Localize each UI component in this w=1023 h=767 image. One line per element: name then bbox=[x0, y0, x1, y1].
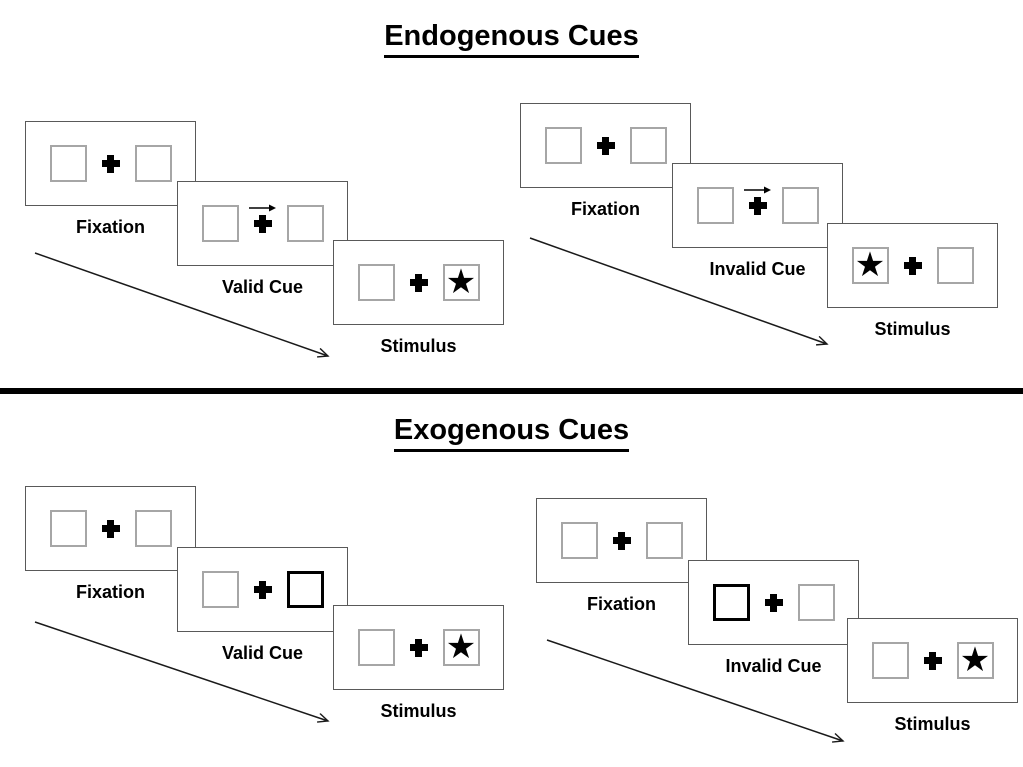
cue-arrow-icon bbox=[248, 200, 277, 211]
fixation-cross-icon bbox=[253, 580, 272, 599]
panel-label: Invalid Cue bbox=[725, 656, 822, 676]
fixation-cross-icon bbox=[612, 531, 631, 550]
fixation-cross-wrap bbox=[101, 154, 120, 173]
panel-label: Fixation bbox=[586, 594, 656, 614]
panel-valid-cue bbox=[177, 181, 348, 266]
exogenous-section-title: Exogenous Cues bbox=[393, 414, 630, 453]
fixation-cross-wrap bbox=[612, 531, 631, 550]
fixation-cross-icon bbox=[101, 154, 120, 173]
panel-fixation bbox=[25, 486, 196, 571]
right-box bbox=[781, 187, 819, 224]
exogenous-title-row: Exogenous Cues bbox=[0, 414, 1023, 453]
left-box bbox=[49, 145, 87, 182]
fixation-cross-icon bbox=[903, 256, 922, 275]
fixation-cross-icon bbox=[748, 196, 767, 215]
fixation-cross-wrap bbox=[101, 519, 120, 538]
right-box bbox=[629, 127, 667, 164]
left-box bbox=[357, 629, 395, 666]
right-box bbox=[936, 247, 974, 284]
left-box bbox=[712, 584, 750, 621]
panel-fixation bbox=[25, 121, 196, 206]
left-box bbox=[544, 127, 582, 164]
fixation-cross-wrap bbox=[923, 651, 942, 670]
right-box bbox=[286, 571, 324, 608]
left-box bbox=[201, 571, 239, 608]
fixation-cross-wrap bbox=[743, 186, 771, 215]
fixation-cross-icon bbox=[764, 593, 783, 612]
fixation-cross-wrap bbox=[253, 580, 272, 599]
panel-stimulus bbox=[847, 618, 1018, 703]
panel-fixation bbox=[520, 103, 691, 188]
endogenous-title-row: Endogenous Cues bbox=[0, 20, 1023, 59]
panel-label: Fixation bbox=[75, 582, 145, 602]
panel-label: Valid Cue bbox=[221, 277, 304, 297]
panel-label: Stimulus bbox=[380, 701, 457, 721]
sequence-arrow-icon bbox=[34, 252, 328, 356]
fixation-cross-icon bbox=[409, 273, 428, 292]
left-box bbox=[851, 247, 889, 284]
fixation-cross-icon bbox=[101, 519, 120, 538]
panel-invalid-cue bbox=[672, 163, 843, 248]
left-box bbox=[871, 642, 909, 679]
left-box bbox=[560, 522, 598, 559]
right-box bbox=[442, 264, 480, 301]
fixation-cross-wrap bbox=[409, 273, 428, 292]
left-box bbox=[696, 187, 734, 224]
panel-label: Stimulus bbox=[874, 319, 951, 339]
sequence-arrow-icon bbox=[529, 237, 827, 344]
panel-stimulus bbox=[333, 240, 504, 325]
panel-label: Fixation bbox=[75, 217, 145, 237]
endogenous-section-title: Endogenous Cues bbox=[384, 20, 639, 59]
sequence-arrow-icon bbox=[34, 621, 328, 721]
right-box bbox=[645, 522, 683, 559]
panel-invalid-cue bbox=[688, 560, 859, 645]
panel-stimulus bbox=[333, 605, 504, 690]
fixation-cross-wrap bbox=[903, 256, 922, 275]
fixation-cross-wrap bbox=[409, 638, 428, 657]
panel-label: Stimulus bbox=[380, 336, 457, 356]
left-box bbox=[201, 205, 239, 242]
panel-fixation bbox=[536, 498, 707, 583]
right-box bbox=[134, 145, 172, 182]
section-divider bbox=[0, 388, 1023, 394]
fixation-cross-icon bbox=[596, 136, 615, 155]
panel-label: Fixation bbox=[570, 199, 640, 219]
fixation-cross-wrap bbox=[248, 204, 276, 233]
left-box bbox=[357, 264, 395, 301]
fixation-cross-icon bbox=[409, 638, 428, 657]
right-box bbox=[286, 205, 324, 242]
panel-label: Stimulus bbox=[894, 714, 971, 734]
panel-label: Invalid Cue bbox=[709, 259, 806, 279]
right-box bbox=[442, 629, 480, 666]
fixation-cross-icon bbox=[253, 214, 272, 233]
right-box bbox=[134, 510, 172, 547]
right-box bbox=[956, 642, 994, 679]
right-box bbox=[797, 584, 835, 621]
panel-label: Valid Cue bbox=[221, 643, 304, 663]
fixation-cross-icon bbox=[923, 651, 942, 670]
panel-stimulus bbox=[827, 223, 998, 308]
fixation-cross-wrap bbox=[596, 136, 615, 155]
fixation-cross-wrap bbox=[764, 593, 783, 612]
cue-arrow-icon bbox=[743, 182, 772, 193]
left-box bbox=[49, 510, 87, 547]
panel-valid-cue bbox=[177, 547, 348, 632]
